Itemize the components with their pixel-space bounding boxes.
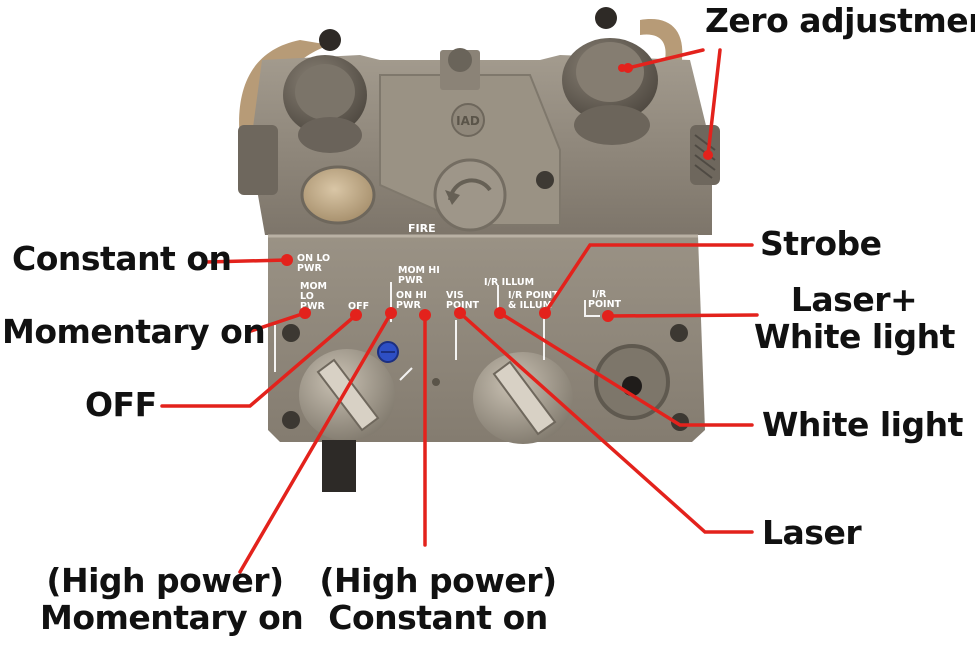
engrave-mom: MOM [300,281,327,292]
callout-hp-constant-line2: Constant on [328,598,548,637]
callout-constant-on: Constant on [12,239,232,278]
right-mode-selector[interactable] [473,352,573,444]
fire-label: FIRE [408,222,436,235]
callout-laser: Laser [762,513,862,552]
tail-switch-cable [322,440,356,492]
right-top-screw [595,7,617,29]
battery-cap [433,158,507,232]
engrave-onhi-pwr: PWR [396,300,421,311]
callout-laser-white-line2: White light [754,317,955,356]
callout-hp-constant-line1: (High power) [319,561,557,600]
leader-lines [160,48,759,574]
emblem-badge [451,103,485,137]
leader-laser [458,311,754,534]
leader-laser-white [606,313,759,318]
engrave-ir: I/R [592,289,607,300]
right-zero-knob[interactable] [562,38,658,145]
leader-off [160,313,358,408]
leader-white-light [498,311,754,427]
engraved-guides [274,282,600,381]
callout-laser-white-line1: Laser+ [790,280,918,319]
callout-hp-momentary-line2: Momentary on [40,598,304,637]
engrave-momhi-pwr: PWR [398,275,423,286]
engrave-mom-pwr: PWR [300,301,325,312]
engrave-ir-point: POINT [588,299,622,310]
corner-screw-tr [670,324,688,342]
battery-arrowhead [445,190,460,205]
callout-strobe: Strobe [760,224,882,263]
leader-momentary-on [246,311,307,334]
center-screw [432,378,440,386]
engrave-ir-illum: I/R ILLUM [484,277,534,288]
callout-laser-white: Laser+ White light [754,280,955,356]
corner-screw-bl [282,411,300,429]
callout-momentary-on: Momentary on [2,312,266,351]
engrave-lo: LO [300,291,314,302]
leader-hp-momentary [238,311,393,574]
callout-hp-momentary-line1: (High power) [46,561,284,600]
engrave-ir-point-illum: I/R POINT [508,290,559,301]
engrave-vis: VIS [446,290,464,301]
top-screw [448,48,472,72]
callout-white-light: White light [762,405,963,444]
callout-hp-constant: (High power) Constant on [318,562,558,636]
callout-off: OFF [85,385,157,424]
engrave-off: OFF [348,301,369,312]
left-zero-knob[interactable] [283,55,367,153]
callout-zero-adjustment: Zero adjustment [705,1,975,40]
leader-constant-on [204,258,289,264]
left-top-screw [319,29,341,51]
tan-strap-right [640,19,683,60]
engrave-momhi: MOM HI [398,265,440,276]
engrave-onhi: ON HI [396,290,427,301]
laser-lens [622,376,642,396]
corner-screw-tl [282,324,300,342]
engrave-onlo: ON LO [297,253,330,264]
fire-button[interactable] [300,165,376,225]
leader-zero-2 [706,48,722,157]
engrave-point: POINT [446,300,480,311]
engrave-ir-point-illum-2: & ILLUM [508,300,552,311]
left-rail [238,125,278,195]
top-plate [379,74,561,226]
callout-hp-momentary: (High power) Momentary on [40,561,304,637]
engraved-labels: ON LO PWR MOM LO PWR OFF MOM HI PWR ON H… [297,253,622,312]
leader-zero-1 [626,48,705,70]
leader-dots [281,63,713,322]
engrave-onlo-pwr: PWR [297,263,322,274]
leader-strobe [543,243,754,315]
cap-screw [536,171,554,189]
emblem-text: IAD [456,114,480,128]
left-mode-selector[interactable] [299,349,395,441]
